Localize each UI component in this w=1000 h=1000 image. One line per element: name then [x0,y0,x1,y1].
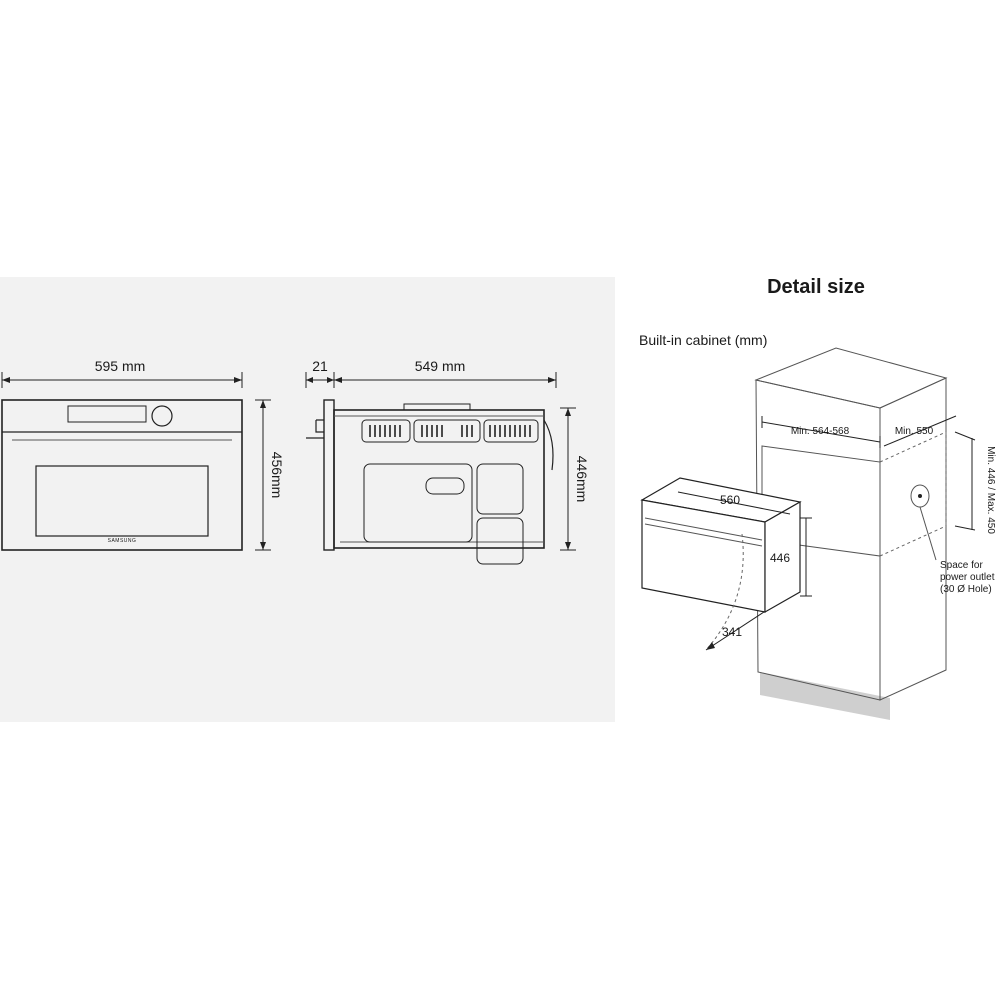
side-panel-upper [476,463,524,515]
side-view: 21 549 mm [305,358,590,565]
cabinet-caption: Built-in cabinet (mm) [639,332,767,348]
vent-group-3 [483,419,539,443]
side-panel-lower [476,517,524,565]
oven-height-label: 446 [770,551,790,565]
outlet-note-line-3: (30 Ø Hole) [940,584,992,595]
cabinet-plinth [760,672,890,720]
control-knob [151,405,173,427]
door-swing-arc [705,533,744,651]
cabinet-top [754,347,948,409]
cabinet-oven: 560 446 341 [640,477,812,651]
door-swing-label: 341 [722,625,742,639]
vent-group-1 [361,419,411,443]
front-view: 595 mm SAMSUNG 456mm [1,358,285,551]
side-depth-label: 549 mm [415,358,466,374]
cabinet-side [879,377,947,701]
side-panel-large [363,463,473,543]
vent-group-2 [413,419,481,443]
outlet-note-line-2: power outlet [940,572,995,583]
oven-window [35,465,209,537]
vent-slots [369,425,531,437]
drawing-panel-background [0,277,615,722]
brand-logo: SAMSUNG [108,538,137,544]
side-handle-slot [425,477,465,495]
oven-width-label: 560 [720,493,740,507]
cabinet-oven-side [764,500,801,614]
oven-front-body [1,399,243,551]
front-width-label: 595 mm [95,358,146,374]
door-depth-label: 21 [312,358,328,374]
side-body [333,409,545,549]
cabinet-height-label: Min. 446 / Max. 450 [985,446,996,534]
cabinet-depth-label: Min. 550 [895,426,934,437]
control-display [67,405,147,423]
cabinet-width-label: Min. 564-568 [791,426,850,437]
front-height-label: 456mm [269,452,285,499]
outlet-note-line-1: Space for [940,560,983,571]
detail-size-title: Detail size [767,276,865,298]
side-height-label: 446mm [574,456,590,503]
